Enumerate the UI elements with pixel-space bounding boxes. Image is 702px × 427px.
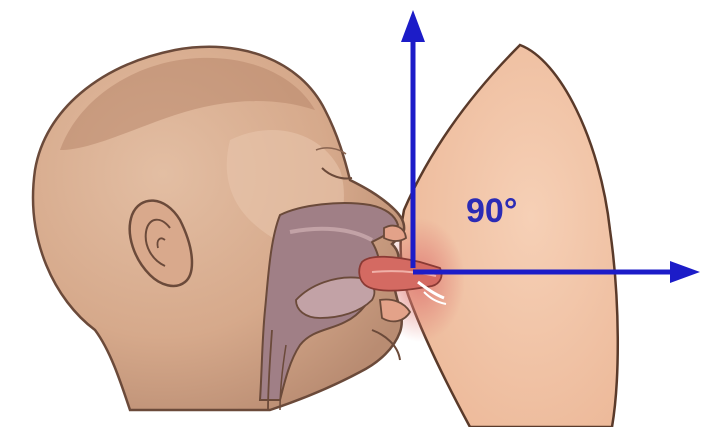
angle-label: 90° [466,192,517,230]
